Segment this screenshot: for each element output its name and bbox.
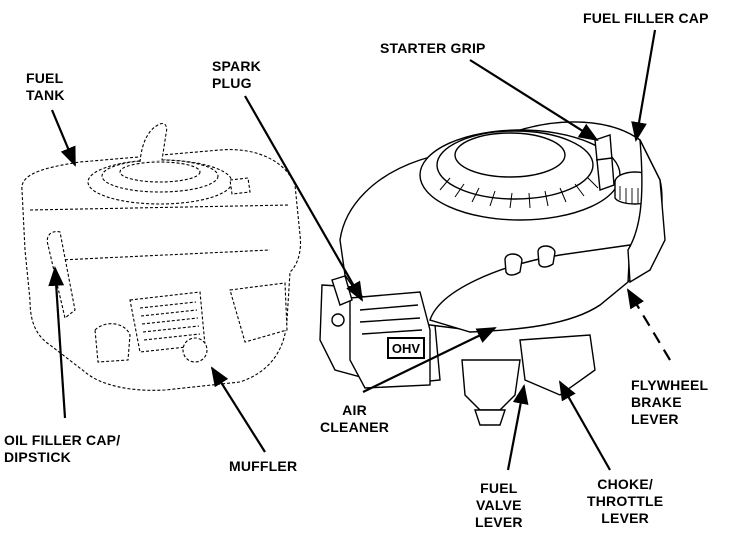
front-view-engine [319,121,666,426]
arrow-oil-filler-cap [48,266,67,419]
arrow-choke-throttle-lever [559,380,611,471]
label-starter-grip: STARTER GRIP [380,40,486,56]
ohv-badge-text: OHV [392,341,421,356]
arrow-muffler [210,366,266,453]
ohv-badge: OHV [387,337,425,359]
arrow-air-cleaner [362,327,497,393]
rear-view-engine [21,122,302,391]
arrow-fuel-valve-lever [506,384,529,471]
arrow-starter-grip [469,59,599,142]
arrow-flywheel-brake-lever [626,288,671,361]
arrow-fuel-filler-cap [631,29,657,142]
arrow-spark-plug [244,95,363,302]
label-oil-filler-cap: OIL FILLER CAP/DIPSTICK [4,432,121,465]
arrow-fuel-tank [50,109,77,167]
label-muffler: MUFFLER [229,458,298,474]
label-fuel-filler-cap: FUEL FILLER CAP [583,10,709,26]
